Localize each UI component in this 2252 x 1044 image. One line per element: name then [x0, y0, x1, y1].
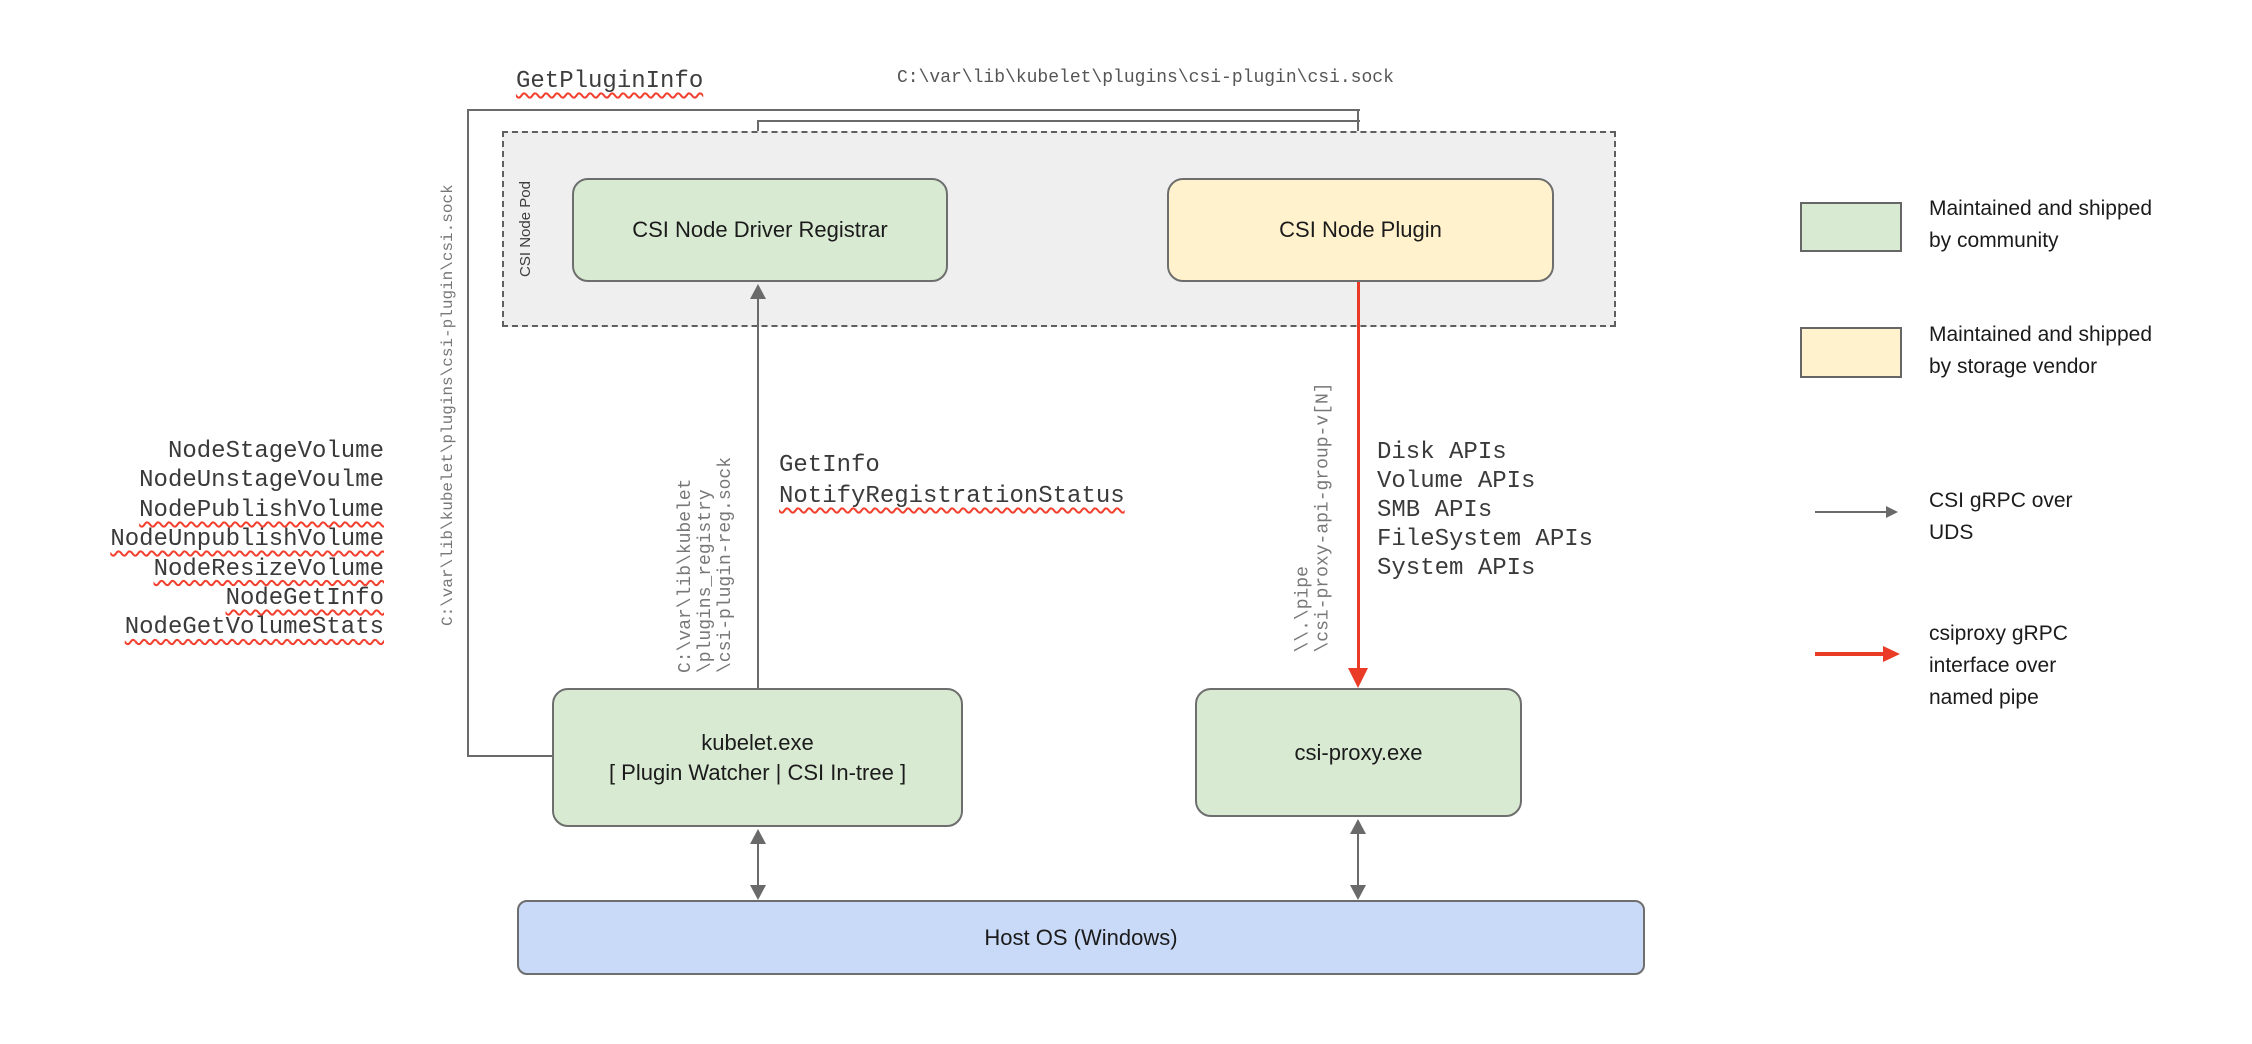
node-call: NodeResizeVolume: [153, 555, 384, 583]
host-api-item: Disk APIs: [1377, 439, 1507, 466]
host-api-list: Disk APIs Volume APIs SMB APIs FileSyste…: [1377, 438, 1593, 583]
kubelet-hostos-arrow-down-icon: [750, 885, 766, 900]
legend-vendor-label: Maintained and shipped by storage vendor: [1929, 323, 2153, 378]
node-call: NodeGetVolumeStats: [124, 614, 384, 642]
named-pipe-path-label: \\.\pipe \csi-proxy-api-group-v[N]: [1293, 382, 1334, 653]
kubelet-to-plugin-line-top: [467, 109, 1360, 111]
host-api-item: SMB APIs: [1377, 497, 1493, 524]
host-api-item: Volume APIs: [1377, 468, 1536, 495]
csi-node-driver-registrar-label: CSI Node Driver Registrar: [632, 217, 888, 242]
node-call: NodePublishVolume: [139, 496, 384, 524]
host-os-box: Host OS (Windows): [517, 900, 1645, 975]
csi-node-plugin-label: CSI Node Plugin: [1279, 217, 1442, 242]
kubelet-to-plugin-line-left: [467, 109, 469, 757]
into-registrar-arrowhead-icon: [750, 284, 766, 299]
legend-uds-arrowhead-icon: [1886, 506, 1898, 518]
csiproxy-hostos-line: [1357, 832, 1359, 886]
registration-socket-path-label: C:\var\lib\kubelet \plugins_registry \cs…: [676, 456, 736, 673]
kubelet-box: kubelet.exe [ Plugin Watcher | CSI In-tr…: [552, 688, 963, 827]
csi-node-pod-label: CSI Node Pod: [517, 181, 534, 277]
node-call: NodeGetInfo: [225, 585, 384, 613]
legend-vendor-swatch: [1800, 327, 1902, 378]
legend-namedpipe-arrowhead-icon: [1883, 646, 1900, 662]
into-csiproxy-arrowhead-icon: [1348, 668, 1368, 688]
csi-node-driver-registrar-box: CSI Node Driver Registrar: [572, 178, 948, 282]
csi-proxy-label: csi-proxy.exe: [1294, 739, 1423, 765]
legend-community-label: Maintained and shipped by community: [1929, 197, 2153, 252]
node-call-list: NodeStageVolume NodeUnstageVoulme NodePu…: [40, 437, 384, 643]
csi-sock-path-label: C:\var\lib\kubelet\plugins\csi-plugin\cs…: [897, 68, 1394, 88]
node-call: NodeUnstageVoulme: [139, 467, 384, 495]
legend-namedpipe-arrow-line: [1815, 652, 1885, 656]
node-call: NodeUnpublishVolume: [110, 526, 384, 554]
legend-uds-arrow-line: [1815, 511, 1887, 513]
csiproxy-hostos-arrow-up-icon: [1350, 819, 1366, 834]
kubelet-hostos-arrow-up-icon: [750, 829, 766, 844]
kubelet-label: kubelet.exe: [701, 729, 814, 755]
legend-uds-label: CSI gRPC over UDS: [1929, 489, 2073, 544]
kubelet-to-plugin-line-bottom: [467, 755, 554, 757]
csi-node-plugin-box: CSI Node Plugin: [1167, 178, 1554, 282]
kubelet-hostos-line: [757, 842, 759, 886]
csi-sock-path-vertical-label: C:\var\lib\kubelet\plugins\csi-plugin\cs…: [439, 184, 457, 626]
kubelet-sublabel: [ Plugin Watcher | CSI In-tree ]: [608, 759, 907, 785]
host-os-label: Host OS (Windows): [984, 924, 1178, 950]
node-call: NodeStageVolume: [167, 438, 384, 465]
csiproxy-hostos-arrow-down-icon: [1350, 885, 1366, 900]
csi-proxy-box: csi-proxy.exe: [1195, 688, 1522, 817]
plugin-to-csiproxy-line: [1357, 282, 1360, 670]
get-plugin-info-label: GetPluginInfo: [516, 68, 704, 95]
get-info-label: GetInfo: [779, 452, 880, 479]
host-api-item: FileSystem APIs: [1377, 526, 1594, 553]
legend-namedpipe-label: csiproxy gRPC interface over named pipe: [1929, 622, 2068, 709]
registrar-to-plugin-line-top: [757, 120, 1360, 122]
notify-registration-status-label: NotifyRegistrationStatus: [779, 483, 1125, 510]
legend-community-swatch: [1800, 202, 1902, 252]
kubelet-to-registrar-line: [757, 298, 759, 688]
host-api-item: System APIs: [1377, 555, 1536, 582]
